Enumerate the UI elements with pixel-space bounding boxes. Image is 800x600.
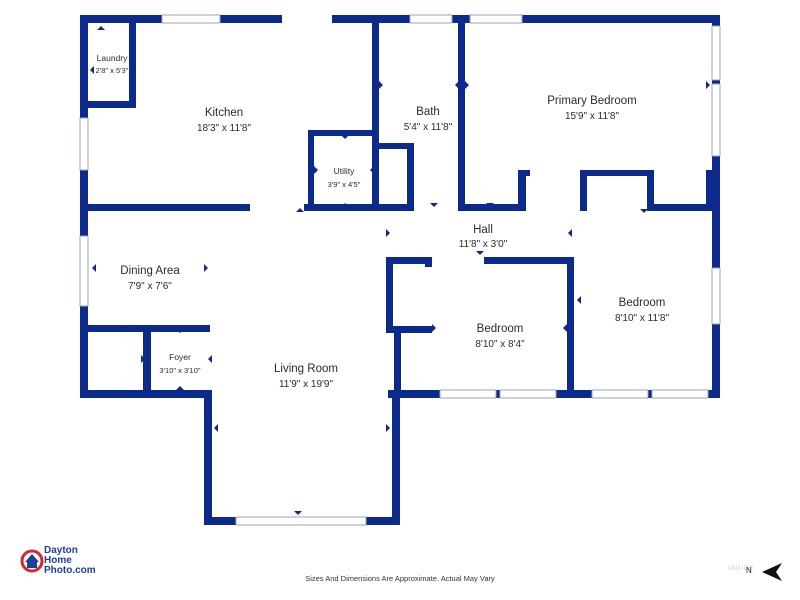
foyer-name: Foyer [169,352,191,362]
logo-text: Dayton Home Photo.com [44,546,96,576]
logo-line-3: Photo.com [44,565,96,576]
bedroom-right-name: Bedroom [619,297,666,309]
dining-area-name: Dining Area [120,265,180,277]
bedroom-center-size: 8'10" x 8'4" [475,339,525,350]
foyer-size: 3'10" x 3'10" [159,366,200,375]
bath-name: Bath [416,106,440,118]
north-label: N [746,566,752,575]
bedroom-center-name: Bedroom [477,323,524,335]
north-arrow-icon [762,563,782,581]
kitchen-size: 18'3" x 11'8" [197,123,252,134]
windows [79,14,721,526]
primary-bedroom-size: 15'9" x 11'8" [565,111,620,122]
disclaimer: Sizes And Dimensions Are Approximate. Ac… [305,574,495,583]
utility-name: Utility [334,166,356,176]
bath-size: 5'4" x 11'8" [404,122,453,133]
logo-line-2: Home [44,555,72,566]
utility-size: 3'9" x 4'5" [328,180,361,189]
watermark: iGUIDE [728,566,755,572]
logo-line-1: Dayton [44,545,78,556]
dining-area-size: 7'9" x 7'6" [128,281,172,292]
interior-walls [88,23,712,398]
bedroom-right-size: 8'10" x 11'8" [615,313,670,324]
laundry-size: 2'8" x 5'3" [96,66,129,75]
laundry-name: Laundry [97,53,128,63]
living-room-size: 11'9" x 19'9" [279,379,334,390]
primary-bedroom-name: Primary Bedroom [547,95,636,107]
hall-name: Hall [473,224,493,236]
living-room-name: Living Room [274,363,338,375]
house-logo-icon [20,549,44,573]
hall-size: 11'8" x 3'0" [459,239,508,250]
kitchen-name: Kitchen [205,107,243,119]
dimension-markers [90,26,710,515]
